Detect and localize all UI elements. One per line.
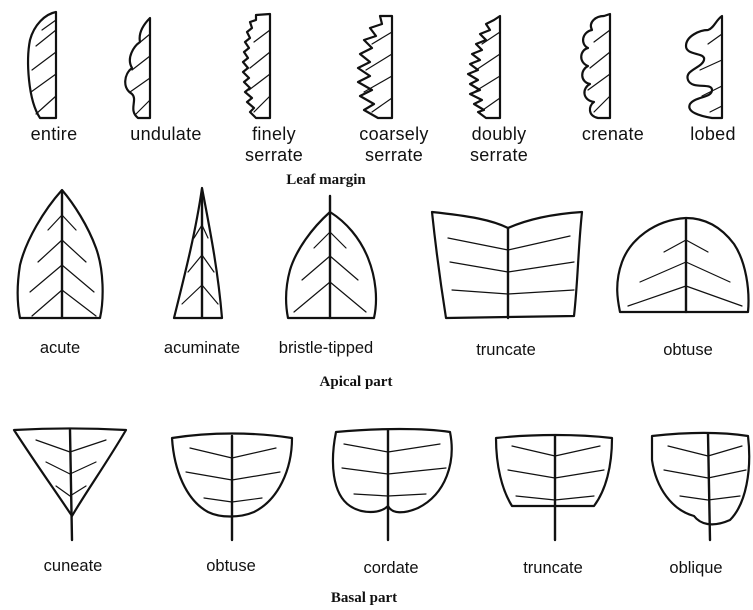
base-oblique-illustration (652, 433, 749, 540)
apex-bristle-tipped-illustration (286, 196, 376, 318)
base-truncate-illustration (496, 435, 612, 540)
apex-obtuse-illustration (617, 218, 748, 312)
base-cordate-illustration (333, 429, 452, 540)
base-label-cordate: cordate (336, 558, 446, 578)
apex-acute-illustration (18, 190, 103, 318)
margin-label-doubly-serrate: doubly serrate (452, 124, 546, 166)
base-label-obtuse: obtuse (176, 556, 286, 576)
apex-label-acute: acute (10, 338, 110, 358)
margin-label-entire-line1: entire (14, 124, 94, 145)
margin-label-entire: entire (14, 124, 94, 145)
margin-label-coarsely-serrate: coarsely serrate (338, 124, 450, 166)
margin-entire-illustration (28, 12, 56, 118)
margin-label-finely-serrate: finely serrate (226, 124, 322, 166)
margin-lobed-illustration (686, 16, 722, 118)
margin-label-coarsely-serrate-line2: serrate (338, 145, 450, 166)
base-label-truncate: truncate (498, 558, 608, 578)
margin-doubly-serrate-illustration (468, 16, 500, 118)
margin-undulate-illustration (125, 18, 150, 118)
margin-label-coarsely-serrate-line1: coarsely (338, 124, 450, 145)
base-label-cuneate: cuneate (18, 556, 128, 576)
apex-label-acuminate: acuminate (146, 338, 258, 358)
margin-label-doubly-serrate-line2: serrate (452, 145, 546, 166)
margin-coarsely-serrate-illustration (358, 16, 392, 118)
base-obtuse-illustration (172, 434, 292, 541)
margin-section-title: Leaf margin (236, 172, 416, 189)
margin-label-undulate: undulate (110, 124, 222, 145)
base-label-oblique: oblique (646, 558, 746, 578)
margin-label-doubly-serrate-line1: doubly (452, 124, 546, 145)
margin-finely-serrate-illustration (243, 14, 270, 118)
apex-section-title: Apical part (266, 374, 446, 391)
margin-label-crenate-line1: crenate (568, 124, 658, 145)
apex-label-obtuse: obtuse (638, 340, 738, 360)
margin-crenate-illustration (581, 14, 610, 118)
margin-label-undulate-line1: undulate (110, 124, 222, 145)
base-section-title: Basal part (274, 590, 454, 607)
base-cuneate-illustration (14, 429, 126, 541)
apex-truncate-illustration (432, 212, 582, 318)
margin-label-lobed-line1: lobed (676, 124, 750, 145)
margin-label-crenate: crenate (568, 124, 658, 145)
margin-label-finely-serrate-line1: finely (226, 124, 322, 145)
margin-label-lobed: lobed (676, 124, 750, 145)
margin-label-finely-serrate-line2: serrate (226, 145, 322, 166)
apex-label-bristle-tipped: bristle-tipped (264, 338, 388, 358)
apex-acuminate-illustration (174, 188, 222, 318)
apex-label-truncate: truncate (456, 340, 556, 360)
